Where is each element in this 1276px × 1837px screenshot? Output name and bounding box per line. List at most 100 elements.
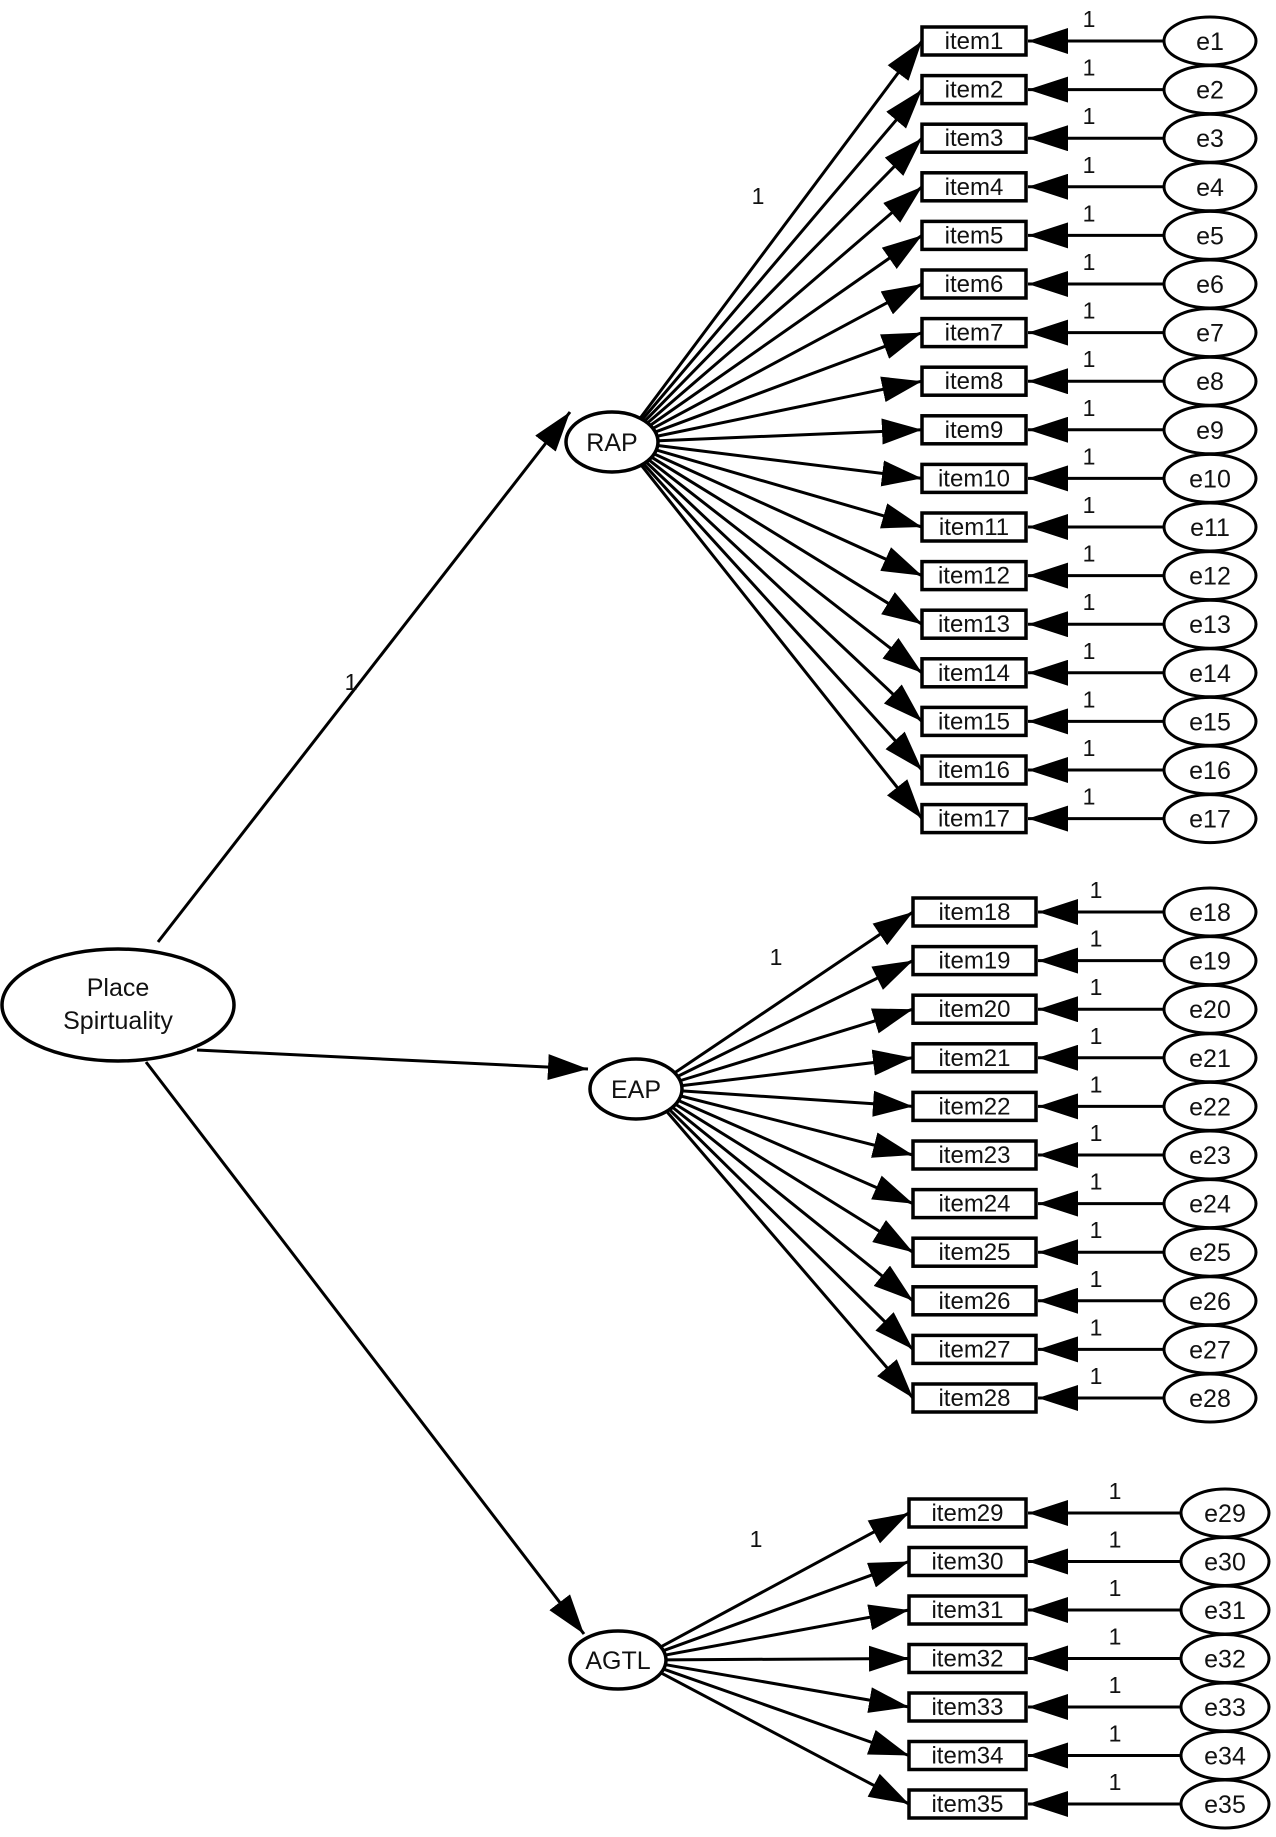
error-e18[interactable]: e18	[1162, 886, 1258, 938]
loading-path	[670, 1104, 914, 1302]
error-e26[interactable]: e26	[1162, 1275, 1258, 1327]
observed-item20[interactable]: item20	[911, 993, 1038, 1025]
observed-item22[interactable]: item22	[911, 1090, 1038, 1123]
latent-ellipse	[0, 947, 236, 1063]
observed-item21[interactable]: item21	[911, 1042, 1038, 1074]
observed-item23[interactable]: item23	[911, 1139, 1038, 1171]
observed-item11[interactable]: item11	[920, 511, 1028, 543]
observed-item34[interactable]: item34	[907, 1739, 1028, 1772]
observed-item16[interactable]: item16	[920, 754, 1028, 786]
observed-item19[interactable]: item19	[911, 944, 1038, 977]
error-e6[interactable]: e6	[1162, 258, 1258, 310]
error-e20[interactable]: e20	[1162, 983, 1258, 1035]
error-path-label: 1	[1083, 346, 1096, 372]
observed-item24[interactable]: item24	[911, 1187, 1038, 1220]
error-e2[interactable]: e2	[1162, 64, 1258, 116]
observed-item9[interactable]: item9	[920, 414, 1028, 446]
item-label: item8	[945, 368, 1004, 395]
observed-item12[interactable]: item12	[920, 559, 1028, 592]
observed-box	[911, 1090, 1038, 1123]
observed-box	[911, 944, 1038, 977]
item-label: item17	[938, 806, 1010, 833]
error-e27[interactable]: e27	[1162, 1323, 1258, 1375]
observed-item29[interactable]: item29	[907, 1497, 1028, 1529]
loading-path	[655, 443, 923, 487]
loading-path	[672, 910, 914, 1076]
error-e21[interactable]: e21	[1162, 1032, 1258, 1084]
error-e23[interactable]: e23	[1162, 1129, 1258, 1181]
error-e9[interactable]: e9	[1162, 404, 1258, 456]
error-e33[interactable]: e33	[1179, 1681, 1271, 1733]
error-e3[interactable]: e3	[1162, 112, 1258, 164]
loading-path	[652, 331, 923, 435]
observed-item18[interactable]: item18	[911, 896, 1038, 928]
error-e13[interactable]: e13	[1162, 598, 1258, 650]
error-e5[interactable]: e5	[1162, 209, 1258, 261]
loading-path	[637, 40, 924, 421]
observed-item8[interactable]: item8	[920, 365, 1028, 397]
error-e15[interactable]: e15	[1162, 695, 1258, 747]
loading-path	[677, 1007, 914, 1083]
observed-item27[interactable]: item27	[911, 1333, 1038, 1366]
observed-item35[interactable]: item35	[907, 1788, 1028, 1820]
loading-path	[655, 418, 923, 445]
error-e16[interactable]: e16	[1162, 744, 1258, 796]
item-label: item18	[938, 899, 1010, 926]
error-e35[interactable]: e35	[1179, 1778, 1271, 1830]
observed-item25[interactable]: item25	[911, 1236, 1038, 1268]
observed-item31[interactable]: item31	[907, 1594, 1028, 1626]
error-e29[interactable]: e29	[1179, 1487, 1271, 1539]
error-e8[interactable]: e8	[1162, 355, 1258, 407]
error-path-label: 1	[1083, 492, 1096, 518]
error-e17[interactable]: e17	[1162, 793, 1258, 845]
error-e12[interactable]: e12	[1162, 550, 1258, 602]
observed-item17[interactable]: item17	[920, 802, 1028, 835]
observed-item32[interactable]: item32	[907, 1642, 1028, 1675]
observed-box	[907, 1545, 1028, 1578]
loading-path	[667, 1107, 915, 1351]
error-e4[interactable]: e4	[1162, 161, 1258, 213]
error-e1[interactable]: e1	[1162, 15, 1258, 67]
observed-item14[interactable]: item14	[920, 657, 1028, 689]
error-label: e17	[1189, 806, 1231, 834]
error-e19[interactable]: e19	[1162, 935, 1258, 987]
observed-item26[interactable]: item26	[911, 1285, 1038, 1317]
item-label: item22	[938, 1093, 1010, 1120]
error-e25[interactable]: e25	[1162, 1226, 1258, 1278]
error-e28[interactable]: e28	[1162, 1372, 1258, 1424]
observed-item7[interactable]: item7	[920, 316, 1028, 349]
factor-rap[interactable]: RAP	[564, 410, 660, 474]
observed-item1[interactable]: item1	[920, 25, 1028, 57]
observed-item15[interactable]: item15	[920, 705, 1028, 738]
observed-item28[interactable]: item28	[911, 1382, 1038, 1414]
error-label: e13	[1189, 611, 1231, 639]
observed-box	[920, 657, 1028, 689]
second-order-factor-place-spirtuality[interactable]: Place Spirtuality	[0, 947, 236, 1063]
error-e10[interactable]: e10	[1162, 452, 1258, 504]
factor-eap[interactable]: EAP	[588, 1057, 684, 1121]
error-e14[interactable]: e14	[1162, 647, 1258, 699]
error-e32[interactable]: e32	[1179, 1633, 1271, 1684]
observed-item6[interactable]: item6	[920, 268, 1028, 300]
first-loading-label: 1	[770, 944, 783, 970]
error-e11[interactable]: e11	[1162, 501, 1258, 553]
observed-item30[interactable]: item30	[907, 1545, 1028, 1578]
error-e24[interactable]: e24	[1162, 1178, 1258, 1230]
error-path-label: 1	[1109, 1478, 1122, 1504]
error-path-label: 1	[1083, 589, 1096, 615]
error-path-label: 1	[1109, 1624, 1122, 1650]
error-e34[interactable]: e34	[1179, 1730, 1271, 1781]
observed-item3[interactable]: item3	[920, 122, 1028, 154]
error-e22[interactable]: e22	[1162, 1080, 1258, 1132]
observed-item33[interactable]: item33	[907, 1691, 1028, 1723]
error-path-label: 1	[1090, 974, 1103, 1000]
error-e31[interactable]: e31	[1179, 1584, 1271, 1636]
observed-item5[interactable]: item5	[920, 219, 1028, 252]
factor-agtl[interactable]: AGTL	[568, 1629, 668, 1691]
observed-item10[interactable]: item10	[920, 462, 1028, 495]
error-e7[interactable]: e7	[1162, 307, 1258, 359]
observed-item13[interactable]: item13	[920, 608, 1028, 640]
observed-item4[interactable]: item4	[920, 171, 1028, 203]
observed-item2[interactable]: item2	[920, 73, 1028, 106]
error-e30[interactable]: e30	[1179, 1536, 1271, 1587]
